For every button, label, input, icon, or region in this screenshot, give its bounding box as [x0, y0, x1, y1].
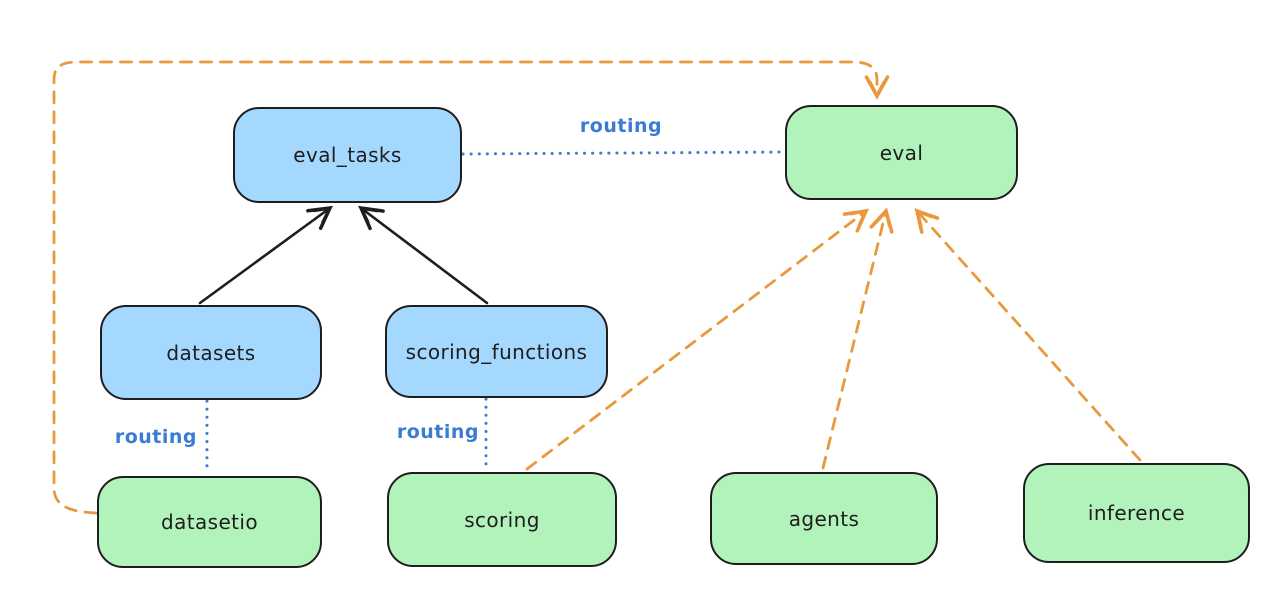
- node-scoring: scoring: [387, 472, 617, 567]
- node-eval: eval: [785, 105, 1018, 200]
- routing-label-top: routing: [579, 115, 663, 137]
- node-datasetio: datasetio: [97, 476, 322, 568]
- edge-eval-tasks-to-eval-routing: [461, 150, 786, 156]
- node-scoring-label: scoring: [464, 507, 540, 532]
- edge-datasetio-to-eval-loop: [52, 60, 890, 515]
- node-agents: agents: [710, 472, 938, 565]
- node-inference: inference: [1023, 463, 1250, 563]
- edge-scoring-to-eval: [525, 208, 870, 471]
- node-scoring-functions-label: scoring_functions: [405, 339, 588, 364]
- routing-label-datasetio: routing: [114, 426, 197, 448]
- node-datasets: datasets: [100, 305, 322, 400]
- node-scoring-functions: scoring_functions: [385, 305, 608, 398]
- node-agents-label: agents: [788, 506, 860, 531]
- node-eval-tasks: eval_tasks: [233, 107, 462, 203]
- routing-label-scoring: routing: [396, 421, 479, 443]
- edge-inference-to-eval: [914, 208, 1142, 462]
- node-eval-tasks-label: eval_tasks: [293, 143, 402, 167]
- edge-agents-to-eval: [821, 207, 894, 470]
- edge-scoring-functions-to-eval-tasks: [358, 205, 489, 305]
- node-datasetio-label: datasetio: [160, 510, 258, 534]
- node-inference-label: inference: [1087, 501, 1186, 525]
- edge-datasets-to-eval-tasks: [198, 205, 334, 305]
- node-eval-label: eval: [879, 140, 924, 165]
- node-datasets-label: datasets: [166, 340, 256, 365]
